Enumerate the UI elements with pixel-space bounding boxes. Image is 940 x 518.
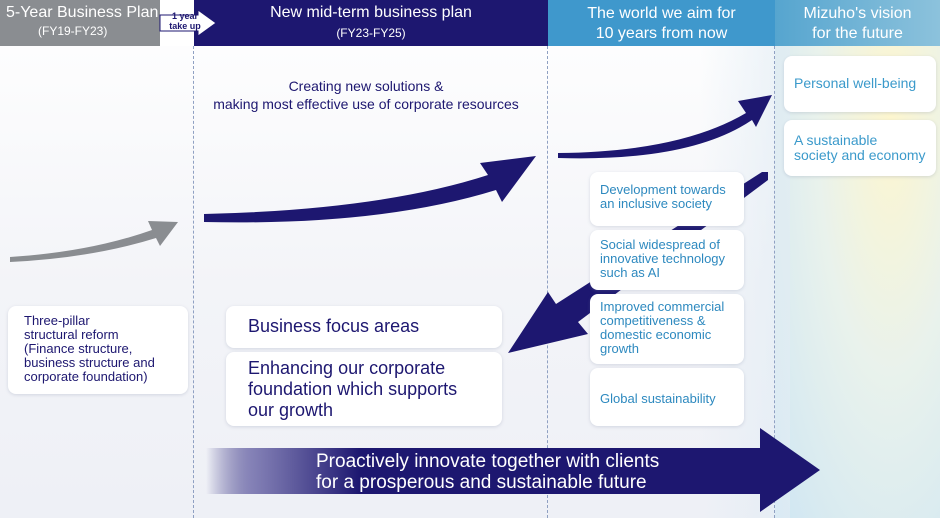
header-mid-term-plan: New mid-term business plan (FY23-FY25) <box>194 0 548 46</box>
business-focus-card: Business focus areas <box>226 306 502 348</box>
vision-item-sustainable-society: A sustainable society and economy <box>784 120 936 176</box>
world-item-inclusive-society: Development towards an inclusive society <box>590 172 744 226</box>
five-year-plan-title: 5-Year Business Plan <box>6 4 159 21</box>
vision-item-text: Personal well-being <box>794 75 917 91</box>
vision-item-text: A sustainable society and economy <box>794 132 926 163</box>
mid-term-plan-title: New mid-term business plan <box>270 4 472 21</box>
header-world-we-aim-for: The world we aim for 10 years from now <box>548 0 775 46</box>
creating-solutions-text: Creating new solutions & making most eff… <box>213 78 519 112</box>
header-five-year-plan: 5-Year Business Plan (FY19-FY23) <box>0 0 160 46</box>
corporate-foundation-text: Enhancing our corporate foundation which… <box>248 358 458 420</box>
structural-reform-text: Three-pillar structural reform (Finance … <box>24 313 155 384</box>
header-mizuho-vision: Mizuho's vision for the future <box>775 0 940 46</box>
world-item-innovative-technology: Social widespread of innovative technolo… <box>590 230 744 290</box>
vision-item-personal-well-being: Personal well-being <box>784 56 936 112</box>
world-item-text: Development towards an inclusive society <box>600 182 726 211</box>
divider-world <box>774 46 775 518</box>
world-item-text: Global sustainability <box>600 391 716 406</box>
take-up-arrow-icon <box>159 9 217 37</box>
divider-five-year <box>193 46 194 518</box>
world-item-commercial-competitiveness: Improved commercial competitiveness & do… <box>590 294 744 364</box>
business-focus-text: Business focus areas <box>248 316 420 336</box>
vision-header-title: Mizuho's vision for the future <box>803 5 912 42</box>
bottom-banner-text: Proactively innovate together with clien… <box>316 451 660 493</box>
take-up-label: 1 year take up <box>169 11 201 31</box>
five-year-plan-period: (FY19-FY23) <box>38 24 108 38</box>
corporate-foundation-card: Enhancing our corporate foundation which… <box>226 352 502 426</box>
world-header-title: The world we aim for 10 years from now <box>587 5 736 42</box>
world-item-text: Improved commercial competitiveness & do… <box>600 299 725 356</box>
mid-term-growth-arrow-icon <box>204 156 536 223</box>
divider-mid-term <box>547 46 548 518</box>
structural-reform-card: Three-pillar structural reform (Finance … <box>8 306 188 394</box>
world-item-text: Social widespread of innovative technolo… <box>600 237 726 280</box>
bottom-banner-arrow-icon <box>206 428 820 512</box>
vision-growth-arrow-icon <box>558 95 772 159</box>
gray-growth-arrow-icon <box>10 221 178 262</box>
world-item-global-sustainability: Global sustainability <box>590 368 744 426</box>
mid-term-plan-period: (FY23-FY25) <box>336 26 406 40</box>
